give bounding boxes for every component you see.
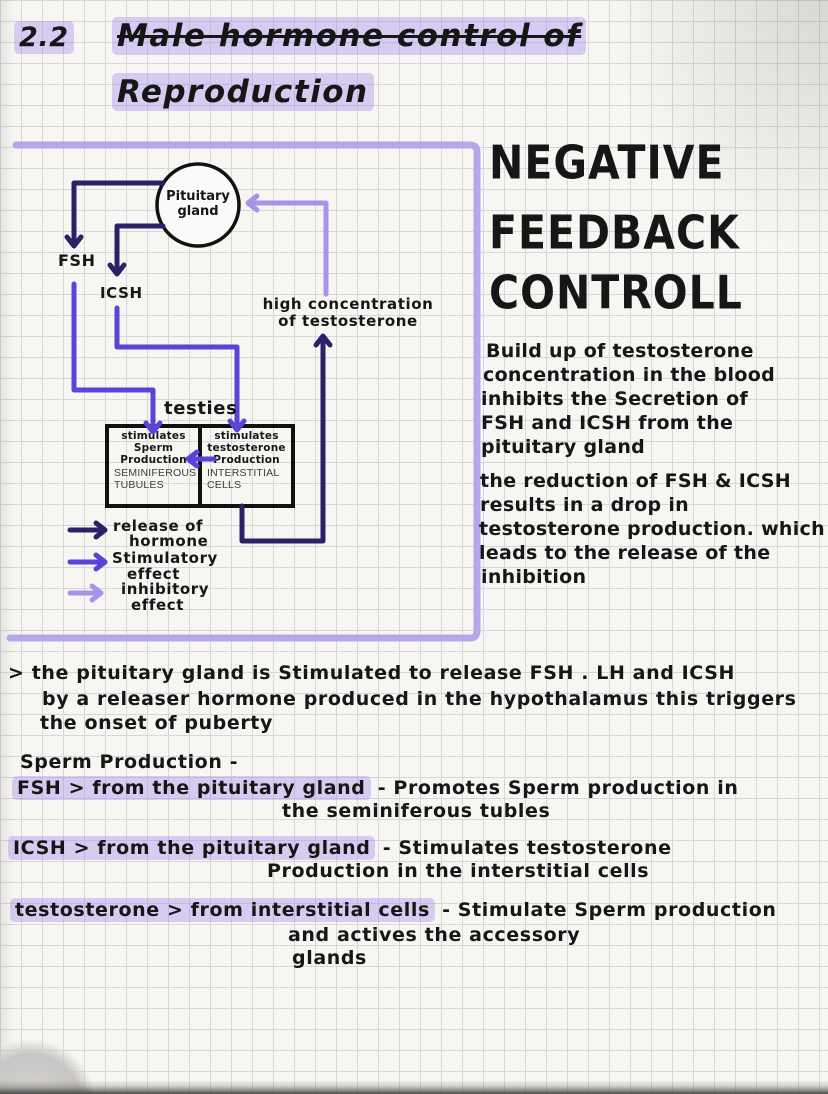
- note-para2-line1: the reduction of FSH & ICSH: [480, 470, 791, 492]
- note-para1-line2: concentration in the blood: [483, 364, 775, 386]
- testes-box: stimulates Sperm Production SEMINIFEROUS…: [105, 424, 295, 508]
- high-concentration-label: high concentration of testosterone: [262, 295, 434, 330]
- arrowhead-inhibitory: [245, 193, 260, 213]
- section-number: 2.2: [14, 21, 74, 55]
- icsh-label: ICSH: [100, 284, 143, 302]
- legend-stimulatory-line1: Stimulatory: [112, 549, 218, 567]
- arrowhead-fsh: [64, 234, 84, 249]
- pituitary-gland-label: Pituitary gland: [166, 189, 230, 219]
- note-para1-line3: inhibits the Secretion of: [481, 388, 749, 410]
- legend-inhibitory-line1: inhibitory: [121, 580, 210, 598]
- icsh-note-line2: Production in the interstitial cells: [267, 860, 650, 882]
- fsh-highlight: FSH > from the pituitary gland: [12, 776, 371, 800]
- section-number-text: 2.2: [14, 21, 74, 54]
- note-para1-line4: FSH and ICSH from the: [481, 412, 734, 434]
- interstitial-cell: stimulates testosterone Production INTER…: [198, 428, 291, 504]
- testes-label: testies: [164, 398, 238, 419]
- page-title-line2: Reproduction: [112, 73, 374, 112]
- testosterone-note-line3: glands: [292, 947, 367, 969]
- heading-controll: CONTROLL: [489, 266, 743, 320]
- note-para1-line5: pituitary gland: [481, 436, 646, 458]
- arrow-inhibitory-feedback: [249, 200, 329, 297]
- legend-release-line2: hormone: [129, 532, 209, 550]
- heading-negative: NEGATIVE: [489, 136, 725, 190]
- bullet-pituitary-line2: by a releaser hormone produced in the hy…: [42, 688, 797, 710]
- legend-arrowhead-release: [93, 520, 108, 540]
- fsh-note-line2: the seminiferous tubles: [282, 800, 551, 822]
- note-para2-line5: inhibition: [481, 566, 587, 588]
- legend-arrowhead-inhibitory: [89, 583, 104, 603]
- arrowhead-icsh: [107, 262, 127, 277]
- icsh-note-line1: ICSH > from the pituitary gland - Stimul…: [8, 836, 672, 860]
- note-para1-line1: Build up of testosterone: [486, 340, 754, 362]
- heading-feedback: FEEDBACK: [489, 206, 740, 260]
- diagram-frame: [6, 141, 481, 642]
- testosterone-highlight: testosterone > from interstitial cells: [10, 898, 435, 922]
- page-shadow-left: [0, 0, 16, 1094]
- seminiferous-cell: stimulates Sperm Production SEMINIFEROUS…: [109, 428, 198, 504]
- note-para2-line2: results in a drop in: [480, 494, 689, 516]
- sperm-production-heading: Sperm Production -: [20, 751, 239, 773]
- bullet-pituitary-line1: > the pituitary gland is Stimulated to r…: [8, 662, 735, 684]
- page-title-line1: Male hormone control of: [112, 17, 587, 56]
- arrow-pituitary-to-fsh: [71, 180, 166, 243]
- testosterone-note-line2: and actives the accessory: [288, 924, 581, 946]
- seminiferous-tubules-label: SEMINIFEROUS TUBULES: [114, 467, 197, 491]
- page-curl-bottom-left: [0, 1040, 96, 1094]
- arrow-fsh-to-seminiferous: [71, 281, 156, 429]
- interstitial-cells-label: INTERSTITIAL CELLS: [207, 467, 280, 491]
- note-para2-line4: leads to the release of the: [479, 542, 771, 564]
- legend-inhibitory-line2: effect: [131, 596, 185, 614]
- legend-arrowhead-stimulatory: [93, 552, 108, 572]
- fsh-note-line1: FSH > from the pituitary gland - Promote…: [12, 776, 739, 800]
- page-edge-bottom: [0, 1080, 828, 1094]
- fsh-label: FSH: [58, 251, 96, 270]
- arrowhead-testosterone-up: [313, 333, 333, 348]
- note-para2-line3: testosterone production. which: [479, 518, 825, 540]
- bullet-pituitary-line3: the onset of puberty: [40, 712, 273, 734]
- testosterone-note-line1: testosterone > from interstitial cells -…: [10, 898, 776, 922]
- icsh-highlight: ICSH > from the pituitary gland: [8, 836, 376, 860]
